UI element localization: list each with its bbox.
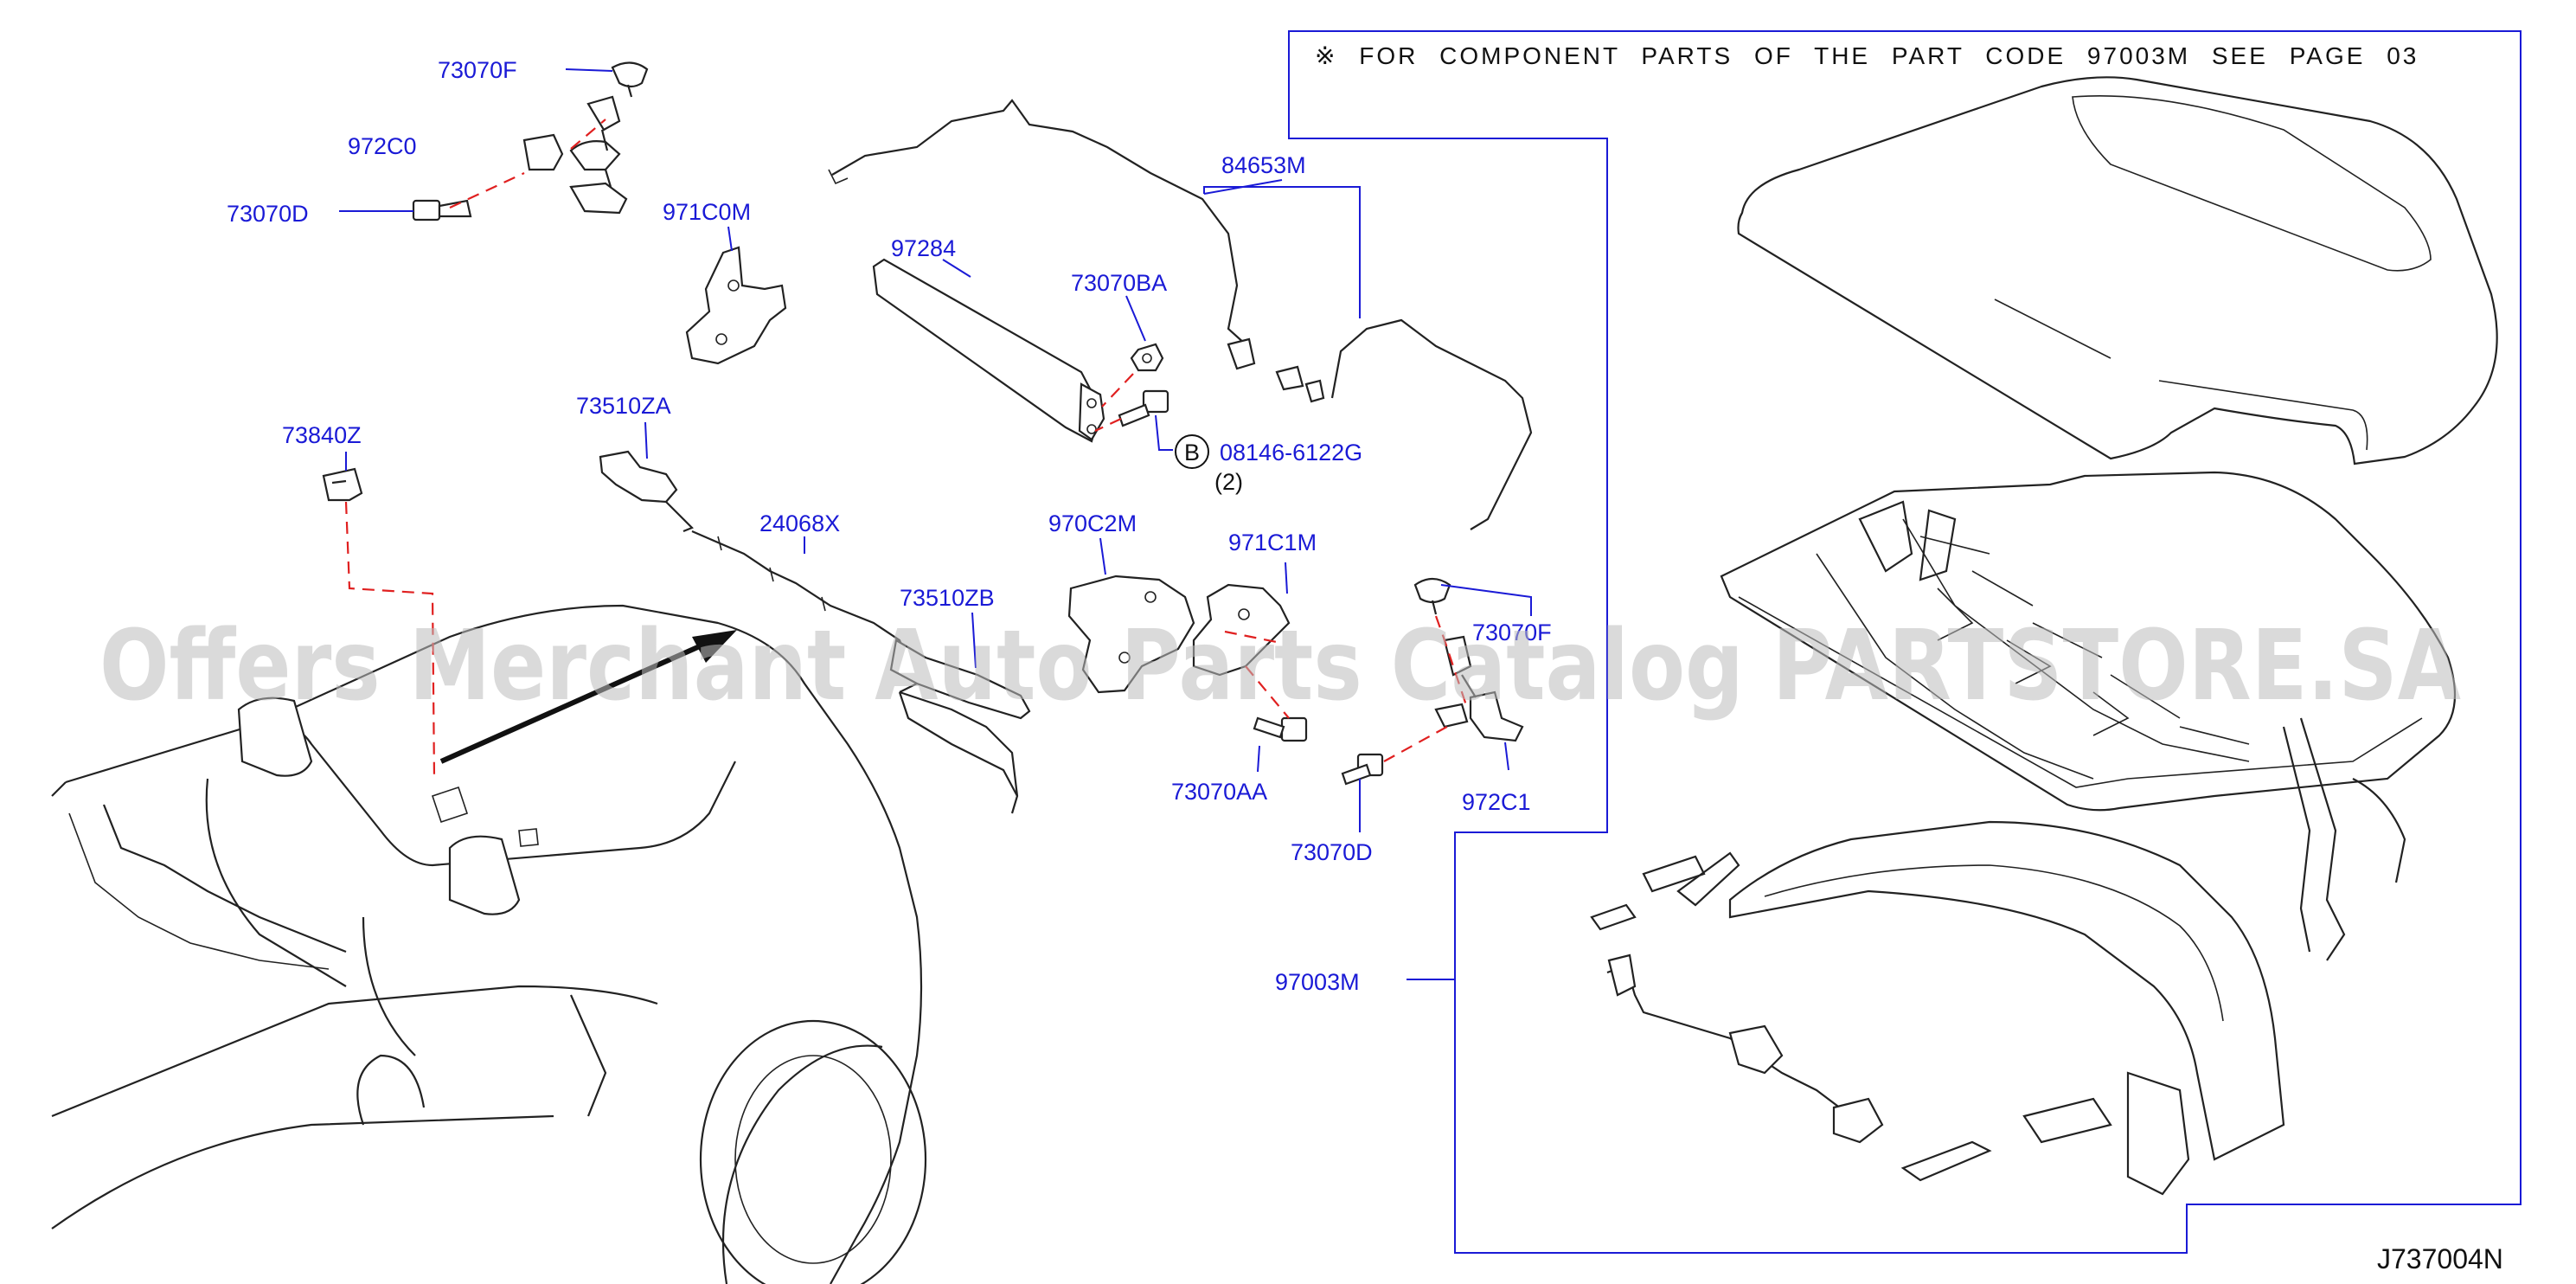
label-08146-6122G[interactable]: 08146-6122G: [1220, 440, 1362, 465]
label-970C2M[interactable]: 970C2M: [1048, 510, 1137, 536]
label-84653M[interactable]: 84653M: [1221, 152, 1306, 178]
cable-84653M: [828, 99, 1533, 530]
callout-b: B: [1184, 440, 1200, 465]
bolt-73070AA: [1253, 716, 1308, 742]
roof-frame: [1720, 471, 2457, 961]
label-73070F-mid[interactable]: 73070F: [1472, 620, 1552, 645]
label-97284[interactable]: 97284: [891, 235, 956, 261]
panel-97284: [872, 258, 1105, 443]
label-972C0[interactable]: 972C0: [348, 133, 417, 159]
guide-73510ZB: [889, 639, 1031, 720]
component-note: ※ FOR COMPONENT PARTS OF THE PART CODE 9…: [1315, 42, 2419, 69]
rear-panel: [1590, 820, 2285, 1196]
label-971C0M[interactable]: 971C0M: [663, 199, 751, 225]
guide-73510ZA: [599, 450, 694, 533]
alignment-lines: [344, 119, 1469, 780]
car-body: [51, 604, 927, 1284]
nut-73070BA: [1130, 343, 1164, 372]
label-971C1M[interactable]: 971C1M: [1228, 530, 1317, 555]
clip-73840Z: [322, 467, 363, 502]
label-73070AA[interactable]: 73070AA: [1171, 779, 1267, 805]
callout-circle-b: [1175, 434, 1209, 469]
label-73070F-top[interactable]: 73070F: [438, 57, 517, 83]
label-73510ZA[interactable]: 73510ZA: [576, 393, 671, 419]
bolt-73070D-mid: [1341, 753, 1384, 786]
bolt-08146-6122G: [1118, 389, 1169, 427]
leader-lines: [339, 68, 1532, 980]
label-972C1[interactable]: 972C1: [1462, 789, 1531, 815]
label-73070D-top[interactable]: 73070D: [227, 201, 309, 227]
hardtop-shell: [1737, 76, 2498, 465]
bolt-quantity: (2): [1214, 469, 1243, 495]
label-73510ZB[interactable]: 73510ZB: [900, 585, 995, 611]
bracket-971C1M: [1192, 583, 1291, 677]
bolt-73070D-top: [412, 199, 472, 221]
striker-972C1: [1434, 635, 1524, 742]
component-frame: [1288, 30, 2522, 1254]
bracket-971C0M: [685, 246, 787, 365]
clip-73070F-mid: [1413, 577, 1451, 615]
diagram-code: J737004N: [2377, 1243, 2503, 1274]
label-73070BA[interactable]: 73070BA: [1071, 270, 1167, 296]
label-97003M[interactable]: 97003M: [1275, 969, 1360, 995]
bracket-970C2M: [1067, 575, 1195, 694]
label-73070D-mid[interactable]: 73070D: [1291, 839, 1373, 865]
label-24068X[interactable]: 24068X: [759, 510, 840, 536]
striker-972C0: [522, 95, 628, 215]
label-73840Z[interactable]: 73840Z: [282, 422, 362, 448]
watermark-text: Offers Merchant Auto Parts Catalog PARTS…: [99, 610, 2461, 722]
clip-73070F-top: [611, 61, 649, 98]
